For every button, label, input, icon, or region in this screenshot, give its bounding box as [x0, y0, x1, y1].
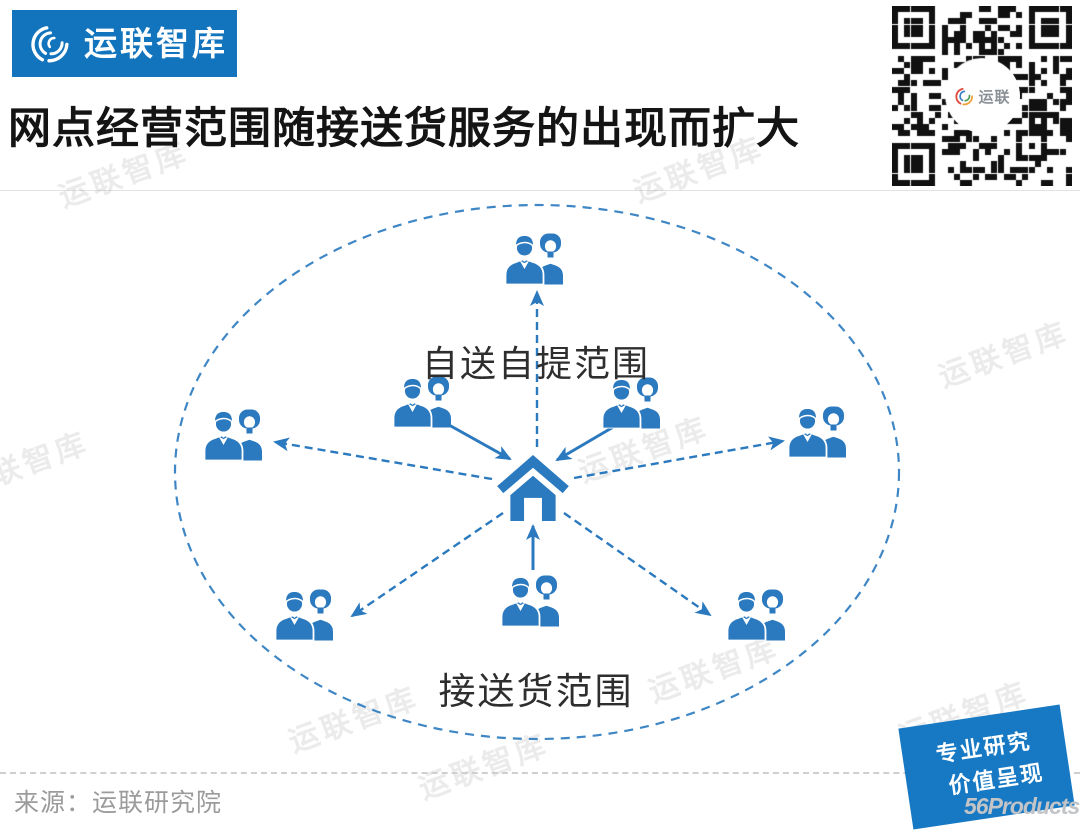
customers-icon-outer-right: [787, 405, 847, 458]
products-watermark: 56Products: [964, 793, 1080, 819]
inner-range-label: 自送自提范围: [421, 343, 651, 384]
dashed-arrow: [273, 437, 493, 481]
dashed-arrow: [573, 436, 785, 480]
swirl-globe-icon: [955, 87, 974, 106]
customers-icon-bottom-right: [726, 588, 786, 641]
qr-center-logo: 运联: [946, 59, 1020, 133]
pickup-delivery-range-ellipse: [173, 203, 901, 741]
outer-range-label: 接送货范围: [438, 671, 634, 712]
title-divider: [0, 190, 1080, 191]
dashed-arrow: [563, 512, 712, 617]
swirl-globe-icon: [31, 25, 69, 62]
solid-arrow: [555, 424, 616, 462]
customers-icon-top: [504, 232, 564, 285]
customers-icon-outer-left: [203, 408, 263, 461]
brand-logo: 运联智库: [12, 10, 237, 77]
footer-dashed-divider: [0, 772, 1080, 774]
customers-icon-bottom-left: [274, 588, 334, 641]
solid-arrow: [448, 423, 512, 461]
hub-house-icon: [497, 455, 569, 521]
brand-logo-text: 运联智库: [84, 25, 228, 62]
page-title: 网点经营范围随接送货服务的出现而扩大: [8, 105, 800, 153]
qr-center-label: 运联: [978, 88, 1011, 106]
source-text: 来源：运联研究院: [14, 789, 223, 817]
dashed-arrow: [350, 512, 504, 618]
customers-icon-bottom-center: [500, 574, 560, 627]
